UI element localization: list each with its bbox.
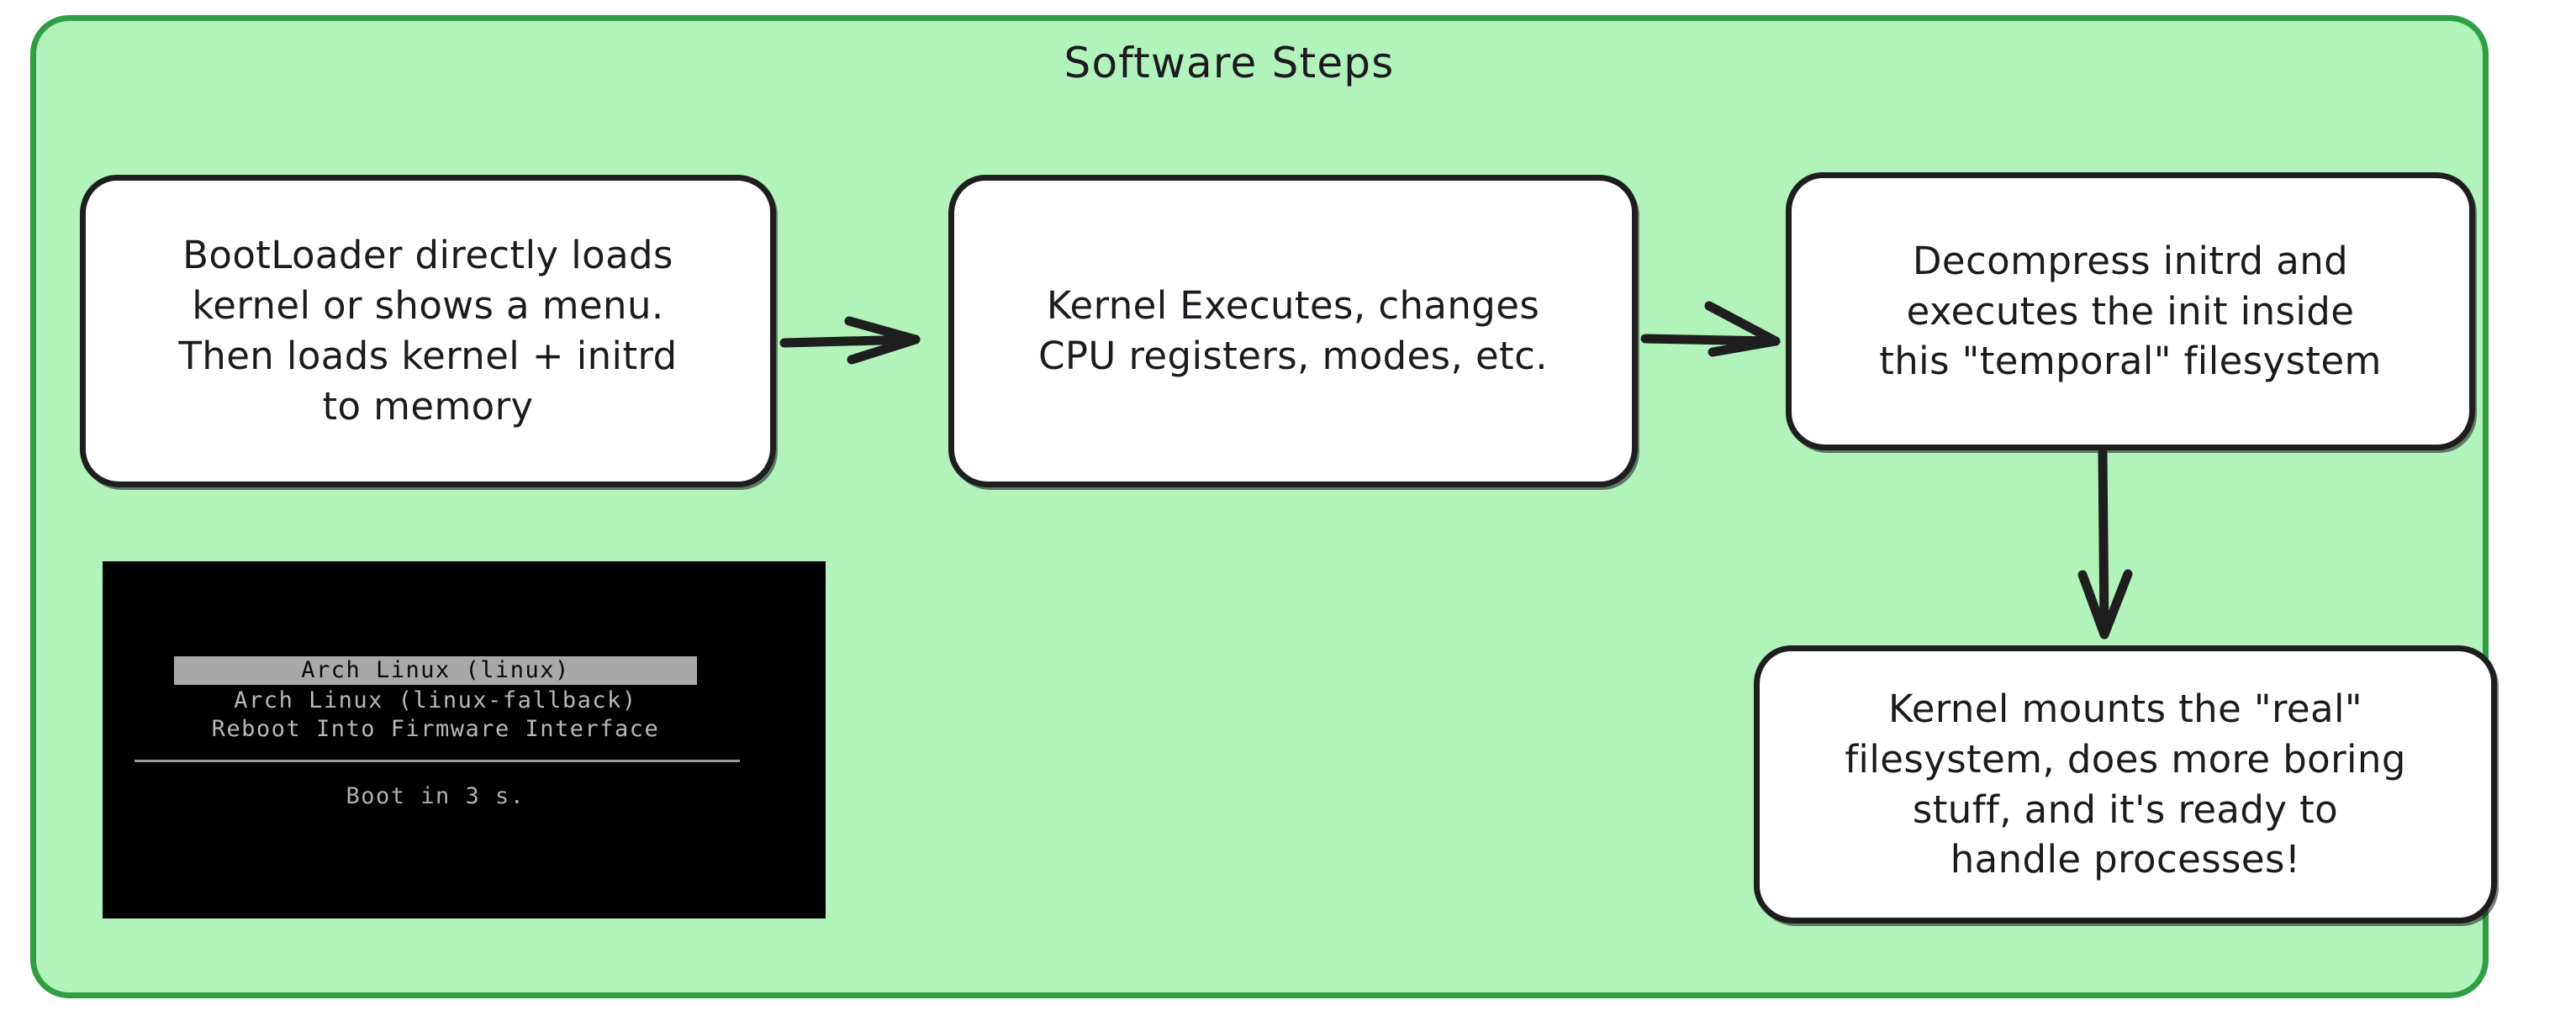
boot-menu-entry-reboot-into-firmware-interface[interactable]: Reboot Into Firmware Interface: [211, 716, 660, 742]
boot-menu-entry-arch-linux[interactable]: Arch Linux (linux): [174, 656, 697, 685]
node-kernel-executes[interactable]: Kernel Executes, changes CPU registers, …: [948, 175, 1638, 487]
boot-menu-separator: [135, 760, 740, 762]
node-bootloader[interactable]: BootLoader directly loads kernel or show…: [80, 175, 776, 487]
group-title: Software Steps: [1064, 39, 1395, 87]
node-kernel-mounts-real-filesystem-label: Kernel mounts the "real" filesystem, doe…: [1845, 686, 2406, 882]
boot-menu-screenshot: Arch Linux (linux) Arch Linux (linux-fal…: [103, 561, 826, 918]
node-kernel-mounts-real-filesystem[interactable]: Kernel mounts the "real" filesystem, doe…: [1754, 645, 2497, 924]
node-decompress-initrd[interactable]: Decompress initrd and executes the init …: [1786, 172, 2475, 450]
boot-menu-entry-arch-linux-fallback[interactable]: Arch Linux (linux-fallback): [234, 687, 637, 713]
node-kernel-executes-label: Kernel Executes, changes CPU registers, …: [1038, 283, 1548, 378]
boot-menu-countdown: Boot in 3 s.: [346, 783, 525, 809]
node-decompress-initrd-label: Decompress initrd and executes the init …: [1879, 238, 2382, 384]
node-bootloader-label: BootLoader directly loads kernel or show…: [178, 233, 678, 429]
